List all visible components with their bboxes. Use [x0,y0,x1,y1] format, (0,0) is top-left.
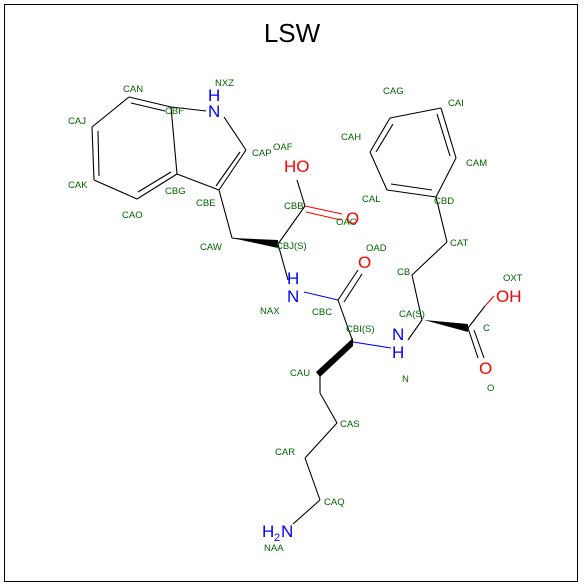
atom-label-cap: CAP [252,148,272,159]
atom-label-oad: OAD [366,243,387,254]
acid1-oh: HO [284,157,310,176]
atom-label-caj: CAJ [68,116,86,127]
atom-label-cbg: CBG [165,186,186,197]
molecule-title: LSW [263,18,321,48]
amide-carbonyl-o: O [358,253,371,272]
amine-subscript: 2 [274,532,280,544]
atom-label-cbe: CBE [196,198,216,209]
indole-nh-h: H [208,86,220,105]
atom-label-cbj: CBJ(S) [276,241,307,252]
amine-n: N [281,522,293,541]
peptide-n: N [392,325,404,344]
peptide-h: H [392,343,404,362]
atom-label-cas: CAS [340,419,360,430]
atom-label-nax: NAX [260,306,280,317]
atom-label-cak: CAK [68,180,88,191]
stereo-wedges [232,238,468,377]
atom-label-cam: CAM [466,158,487,169]
atom-label-cb: CB [397,267,410,278]
indole-nh-n: N [208,102,220,121]
atom-label-oac: OAC [336,217,357,228]
acid2-carbonyl-o: O [479,359,492,378]
atom-label-ca: CA(S) [399,309,425,320]
atom-label-oaf: OAF [273,142,293,153]
atom-label-nxz: NXZ [215,78,234,89]
atom-label-cbi: CBI(S) [346,324,375,335]
atom-label-cbc: CBC [312,307,332,318]
atom-label-oxt: OXT [503,273,523,284]
atom-label-cbd: CBD [434,196,454,207]
atom-label-caw: CAW [200,242,222,253]
amide-n: N [287,287,299,306]
atom-labels: NXZ CAN CAJ CBF CAK CBG CAO CBE CAP OAF … [68,78,523,554]
atom-label-cai: CAI [448,98,464,109]
atom-label-n: N [402,374,409,385]
acid2-oh: OH [496,287,522,306]
atom-label-can: CAN [123,84,143,95]
atom-label-car: CAR [275,447,295,458]
bond-lines [91,96,495,525]
atom-label-cag: CAG [383,86,404,97]
atom-label-o: O [487,383,494,394]
atom-label-cau: CAU [290,368,310,379]
atom-label-cao: CAO [122,210,143,221]
diagram-frame [4,4,578,582]
amine-h2n: H [262,522,274,541]
atom-label-c: C [483,323,490,334]
hetero-atoms: H N HO O O H N N H OH O H 2 N [208,86,522,544]
atom-label-cah: CAH [341,132,361,143]
atom-label-naa: NAA [264,543,284,554]
atom-label-cat: CAT [450,238,468,249]
atom-label-cal: CAL [362,194,380,205]
amide-h: H [287,269,299,288]
atom-label-cbf: CBF [165,106,184,117]
atom-label-cbb: CBB [284,201,304,212]
atom-label-caq: CAQ [324,497,345,508]
acid1-carbonyl-o: O [346,209,359,228]
